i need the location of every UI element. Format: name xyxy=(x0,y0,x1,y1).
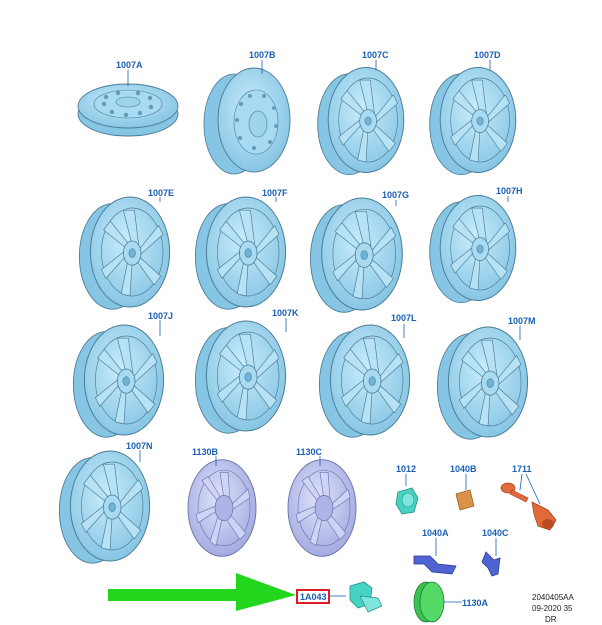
callout-1130C: 1130C xyxy=(296,447,323,457)
callout-1007M: 1007M xyxy=(508,316,536,326)
callout-1040C: 1040C xyxy=(482,528,509,538)
callout-1007F: 1007F xyxy=(262,188,288,198)
footer-line-3: DR xyxy=(545,615,557,624)
clip-1040A[interactable] xyxy=(413,555,457,575)
wheel-1007D[interactable] xyxy=(429,67,517,176)
green-pointer-arrow xyxy=(108,573,296,611)
callout-1007D: 1007D xyxy=(474,50,501,60)
wheel-1007J[interactable] xyxy=(72,324,165,438)
callout-1007B: 1007B xyxy=(249,50,276,60)
callout-1007N: 1007N xyxy=(126,441,153,451)
gasket-1040B[interactable] xyxy=(455,489,475,511)
wheel-1007A[interactable] xyxy=(77,83,179,137)
footer-line-2: 09-2020 35 xyxy=(532,604,573,613)
callout-1007L: 1007L xyxy=(391,313,417,323)
wheel-1007L[interactable] xyxy=(318,324,411,438)
callout-1130A: 1130A xyxy=(462,598,489,608)
wheel-cover-1130B[interactable] xyxy=(187,459,257,557)
valve-stem-1711[interactable] xyxy=(500,482,557,531)
footer-line-1: 2040405AA xyxy=(532,593,574,602)
callout-1007K: 1007K xyxy=(272,308,299,318)
wheel-1007H[interactable] xyxy=(429,195,517,304)
wheel-1007E[interactable] xyxy=(78,196,171,310)
callout-1130B: 1130B xyxy=(192,447,219,457)
highlight-box-1A043 xyxy=(296,589,330,604)
wheel-cover-1130C[interactable] xyxy=(287,459,357,557)
locking-nut-1A043[interactable] xyxy=(349,581,383,613)
lug-nut-1012[interactable] xyxy=(395,487,419,515)
clip-1040C[interactable] xyxy=(481,551,501,577)
wheel-1007B[interactable] xyxy=(203,67,291,175)
wheel-1007K[interactable] xyxy=(194,320,287,434)
wheel-1007M[interactable] xyxy=(436,326,529,440)
callout-1007J: 1007J xyxy=(148,311,173,321)
wheel-1007C[interactable] xyxy=(317,67,405,176)
wheel-1007F[interactable] xyxy=(194,196,287,310)
callout-1007G: 1007G xyxy=(382,190,409,200)
callout-1007H: 1007H xyxy=(496,186,523,196)
callout-1040B: 1040B xyxy=(450,464,477,474)
callout-1040A: 1040A xyxy=(422,528,449,538)
callout-1A043[interactable]: 1A043 xyxy=(300,592,327,602)
callout-1007E: 1007E xyxy=(148,188,174,198)
callout-1711: 1711 xyxy=(512,464,532,474)
callout-1007C: 1007C xyxy=(362,50,389,60)
callout-1012: 1012 xyxy=(396,464,416,474)
wheel-1007G[interactable] xyxy=(309,197,403,313)
center-cap-1130A[interactable] xyxy=(413,581,445,623)
callout-1007A: 1007A xyxy=(116,60,143,70)
wheel-1007N[interactable] xyxy=(58,450,151,564)
